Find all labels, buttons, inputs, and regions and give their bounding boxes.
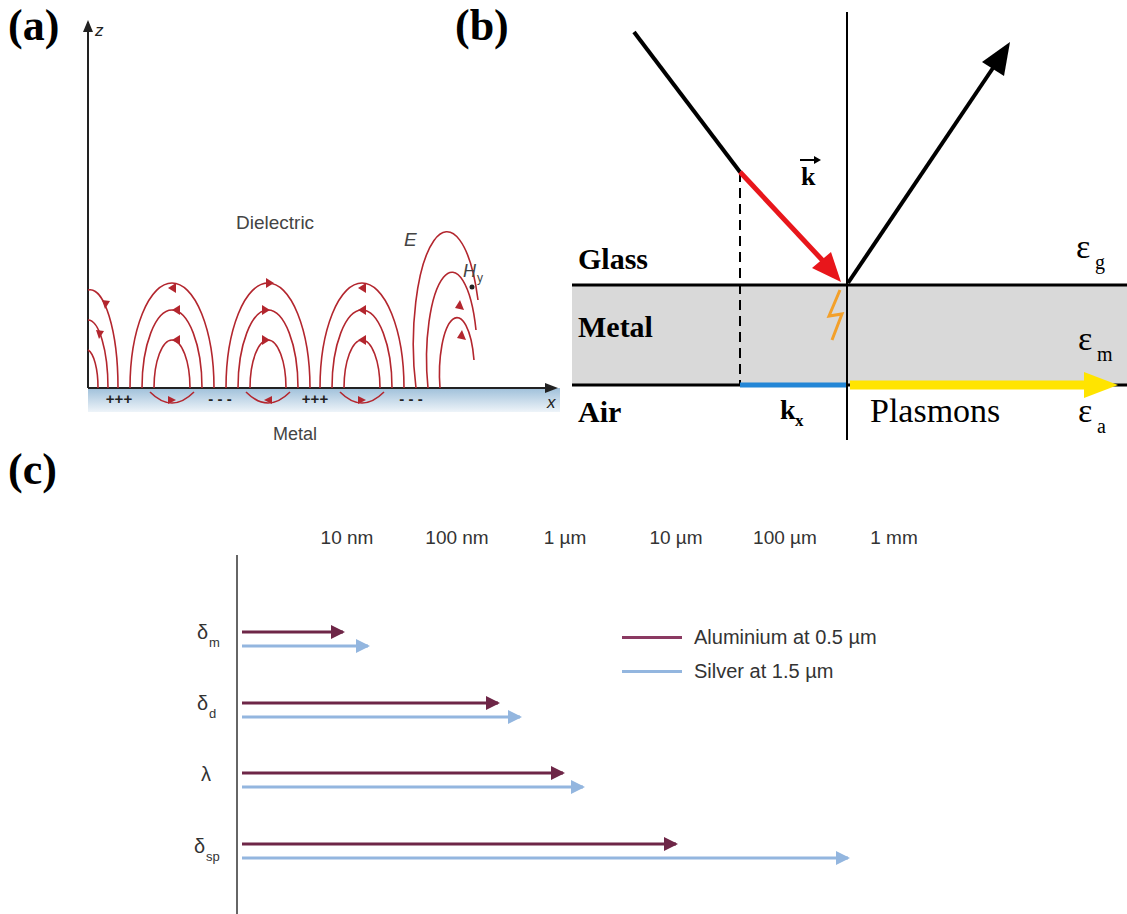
permittivity-subscript: m [1097,344,1113,364]
metal-film [572,285,1127,385]
scale-tick: 100 nm [425,528,488,547]
vector-label: k [801,164,815,190]
wavevector-subscript: x [795,412,804,429]
scale-tick: 100 µm [753,528,817,547]
z-axis [87,22,89,388]
axis [236,555,238,914]
field-subscript: y [477,272,483,284]
layer-label: Glass [578,244,648,274]
permittivity-label: ε [1078,322,1092,356]
scale-tick: 10 nm [321,528,374,547]
wavevector-label: k [780,396,796,424]
row-label: δ [194,836,205,856]
x-axis [88,387,555,389]
permittivity-subscript: g [1095,252,1105,272]
charge-label: +++ [106,391,132,406]
layer-label: Metal [578,312,653,342]
length-arrows [242,632,848,858]
permittivity-subscript: a [1097,416,1106,436]
scale-tick: 1 mm [870,528,918,547]
charge-label: - - - [208,391,231,406]
legend-swatch [622,670,682,673]
excitation-symbol [829,290,842,340]
legend-entry: Silver at 1.5 µm [622,660,833,683]
metal-region [88,388,560,412]
incident-ray [634,32,740,172]
legend-text: Aluminium at 0.5 µm [694,626,877,649]
legend-swatch [622,636,682,639]
permittivity-label: ε [1078,394,1092,428]
row-subscript: sp [206,850,220,863]
normal-line [846,12,848,440]
charge-label: +++ [302,391,328,406]
row-subscript: d [209,707,216,720]
legend-entry: Aluminium at 0.5 µm [622,626,877,649]
plasmon-label: Plasmons [870,394,1000,428]
charge-label: - - - [399,391,422,406]
panel-label: (c) [8,448,57,492]
legend-text: Silver at 1.5 µm [694,660,833,683]
axis-label: z [95,22,104,39]
row-label: λ [201,764,211,784]
scale-tick: 10 µm [649,528,702,547]
panel-label: (a) [8,4,59,48]
row-subscript: m [209,636,220,649]
permittivity-label: ε [1076,230,1090,264]
reflected-ray [848,65,995,283]
kx-segment [740,383,846,388]
panel-label: (b) [455,4,509,48]
layer-label: Air [578,397,621,427]
field-label: H [463,262,476,280]
region-label: Metal [273,425,317,443]
scale-tick: 1 µm [544,528,587,547]
field-lines [88,232,478,403]
plasmon-arrow [850,381,1088,390]
row-label: δ [197,622,208,642]
field-label: E [404,230,417,249]
projection-line [739,172,741,384]
row-label: δ [197,693,208,713]
axis-label: x [547,394,556,411]
region-label: Dielectric [236,213,314,232]
